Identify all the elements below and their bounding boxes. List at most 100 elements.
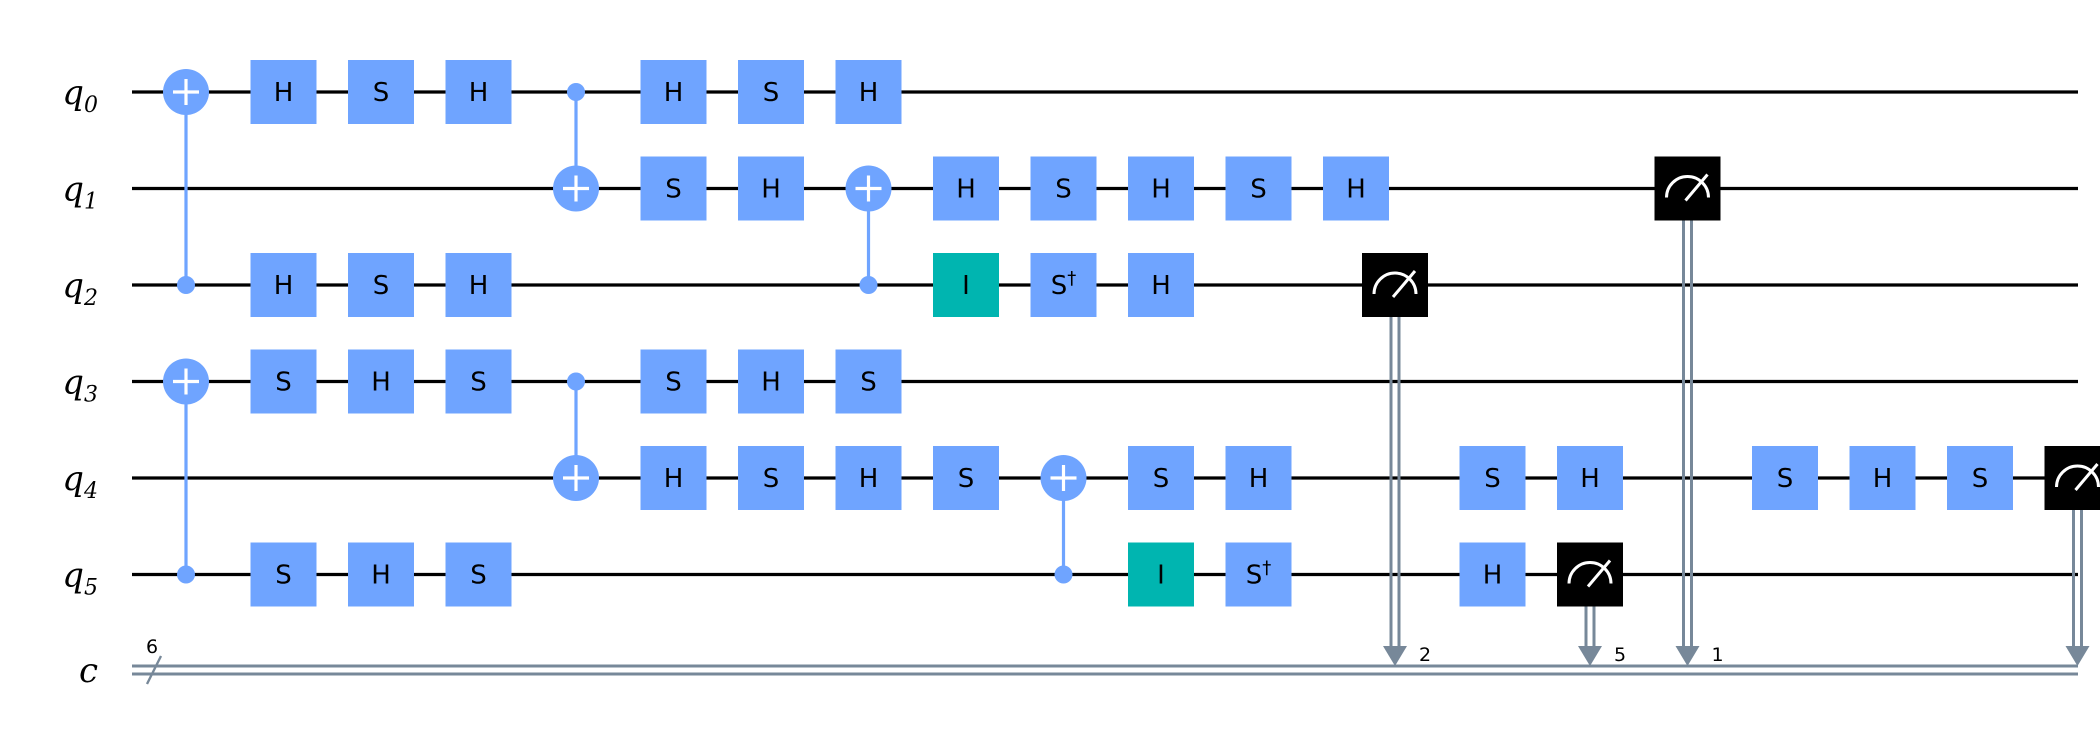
gate-h-label: H bbox=[664, 78, 684, 108]
qubit-label-name: q bbox=[62, 170, 84, 210]
qubit-label-name: q bbox=[62, 459, 84, 499]
gate-s-box bbox=[1030, 156, 1097, 221]
gate-s: S bbox=[640, 156, 707, 221]
cnot-control-dot bbox=[177, 565, 195, 584]
gate-s-symbol: S bbox=[470, 368, 487, 398]
measure-gate: 2 bbox=[1362, 253, 1431, 666]
gate-s-superscript: † bbox=[1067, 268, 1076, 289]
cnot-control-dot bbox=[567, 372, 585, 391]
identity-gate-box bbox=[1128, 542, 1194, 607]
qubit-label: q5 bbox=[62, 556, 98, 601]
gate-h-box bbox=[933, 156, 999, 221]
gate-h-label: H bbox=[859, 464, 879, 494]
gate-s-label: S bbox=[470, 561, 487, 591]
gate-h-symbol: H bbox=[1580, 464, 1600, 494]
classical-register-label: c bbox=[79, 651, 98, 691]
qubit-label-index: 0 bbox=[84, 93, 98, 118]
gate-h-box bbox=[1225, 446, 1292, 510]
gate-s-box bbox=[1752, 446, 1818, 510]
gate-h: H bbox=[1849, 446, 1916, 510]
gate-s-label: S bbox=[275, 561, 292, 591]
gate-h-box bbox=[348, 349, 414, 414]
gate-h: H bbox=[250, 60, 317, 124]
qubit-label-index: 3 bbox=[84, 383, 98, 408]
gate-h: H bbox=[640, 60, 707, 124]
qubit-label-name: q bbox=[62, 363, 84, 403]
gate-s-label: S† bbox=[1051, 268, 1077, 301]
identity-gate: I bbox=[1128, 542, 1194, 607]
gate-s-box bbox=[835, 349, 902, 414]
gate-s: S bbox=[1752, 446, 1818, 510]
gate-s: S bbox=[348, 60, 414, 124]
gate-h: H bbox=[835, 60, 902, 124]
gate-h-label: H bbox=[1580, 464, 1600, 494]
gate-s-box bbox=[250, 542, 317, 607]
gate-s: S bbox=[348, 253, 414, 317]
gate-s-box bbox=[1947, 446, 2013, 510]
gate-h: H bbox=[640, 446, 707, 510]
measure-gate: 4 bbox=[2044, 446, 2100, 666]
gate-h-label: H bbox=[274, 78, 294, 108]
gate-s-symbol: S bbox=[373, 271, 390, 301]
gate-h-label: H bbox=[664, 464, 684, 494]
gate-h-symbol: H bbox=[371, 561, 391, 591]
gate-h-symbol: H bbox=[1346, 175, 1366, 205]
gate-s: S† bbox=[1030, 253, 1097, 317]
gate-s-symbol: S bbox=[1484, 464, 1501, 494]
gate-h-symbol: H bbox=[1873, 464, 1893, 494]
cnot-control-dot bbox=[567, 83, 585, 101]
gate-h-symbol: H bbox=[469, 78, 489, 108]
measure-box bbox=[1654, 156, 1721, 221]
gate-s-symbol: S bbox=[958, 464, 975, 494]
qubit-label-name: q bbox=[62, 266, 84, 306]
gate-h-symbol: H bbox=[1151, 271, 1171, 301]
cnot-control-dot bbox=[859, 276, 878, 294]
cnot-gate bbox=[163, 69, 209, 294]
gate-s-symbol: S bbox=[1051, 271, 1068, 301]
gate-h-box bbox=[640, 446, 707, 510]
gate-h: H bbox=[445, 253, 512, 317]
gate-h-label: H bbox=[371, 561, 391, 591]
gate-h-symbol: H bbox=[664, 464, 684, 494]
gate-h: H bbox=[348, 349, 414, 414]
gate-s-box bbox=[640, 349, 707, 414]
meter-needle-icon bbox=[1684, 173, 1709, 202]
measure-box bbox=[1362, 253, 1428, 317]
gate-s: S† bbox=[1225, 542, 1292, 607]
meter-needle-icon bbox=[2074, 463, 2099, 491]
gate-h-symbol: H bbox=[371, 368, 391, 398]
gate-s-label: S bbox=[373, 78, 390, 108]
meter-arc-icon bbox=[1567, 561, 1613, 584]
gate-h-box bbox=[1323, 156, 1389, 221]
cnot-control-dot bbox=[177, 276, 195, 294]
qubit-label-name: q bbox=[62, 556, 84, 596]
gate-s-symbol: S bbox=[665, 368, 682, 398]
measure-gate: 5 bbox=[1557, 542, 1626, 666]
gate-s-label: S bbox=[1250, 175, 1267, 205]
gate-h-symbol: H bbox=[1483, 561, 1503, 591]
gate-s-symbol: S bbox=[763, 78, 780, 108]
qubit-label: q3 bbox=[62, 363, 98, 408]
gate-h-symbol: H bbox=[1249, 464, 1269, 494]
gate-h-label: H bbox=[1873, 464, 1893, 494]
qubit-label-index: 5 bbox=[84, 576, 98, 601]
gate-s: S bbox=[1459, 446, 1526, 510]
gate-h-box bbox=[640, 60, 707, 124]
gate-s-symbol: S bbox=[1055, 175, 1072, 205]
gate-s-label: S bbox=[1055, 175, 1072, 205]
gate-s-label: S bbox=[860, 368, 877, 398]
gate-h-symbol: H bbox=[761, 175, 781, 205]
gate-s-box bbox=[348, 253, 414, 317]
gate-h-symbol: H bbox=[956, 175, 976, 205]
gate-h: H bbox=[1459, 542, 1526, 607]
qubit-label: q0 bbox=[62, 73, 98, 118]
gate-h-label: H bbox=[469, 78, 489, 108]
gate-s-symbol: S bbox=[1246, 561, 1263, 591]
qubit-label-index: 1 bbox=[84, 190, 98, 215]
gate-s-box bbox=[640, 156, 707, 221]
gate-s-label: S bbox=[470, 368, 487, 398]
cnot-gate bbox=[163, 358, 209, 584]
gate-h-label: H bbox=[274, 271, 294, 301]
